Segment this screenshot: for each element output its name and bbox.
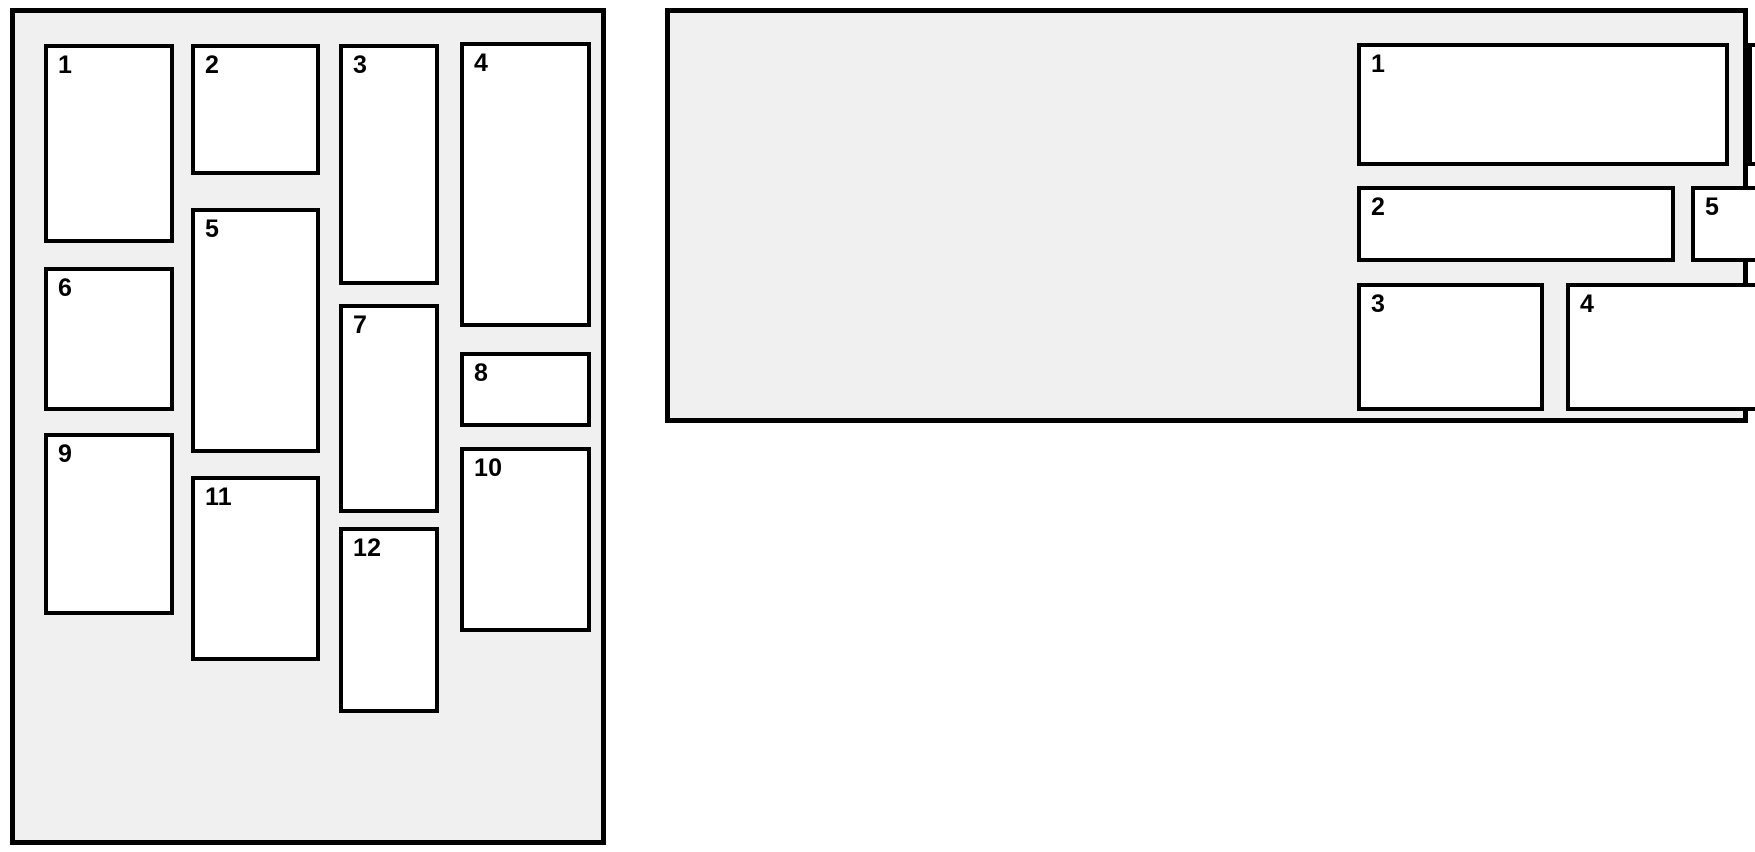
layout-box[interactable]: 8	[460, 352, 591, 427]
layout-box[interactable]: 2	[191, 44, 320, 175]
box-number-label: 11	[205, 483, 232, 511]
layout-box[interactable]: 3	[339, 44, 439, 285]
layout-box[interactable]: 3	[1357, 283, 1544, 411]
layout-box[interactable]: 9	[44, 433, 174, 615]
box-number-label: 5	[1705, 193, 1720, 221]
layout-box[interactable]: 12	[339, 527, 439, 713]
layout-box[interactable]: 1	[1357, 43, 1729, 166]
layout-box[interactable]: 6	[1748, 43, 1755, 166]
layout-box[interactable]: 6	[44, 267, 174, 411]
layout-box[interactable]: 7	[339, 304, 439, 513]
box-number-label: 1	[1371, 50, 1386, 78]
box-number-label: 3	[353, 51, 368, 79]
right-panel: 167259348	[665, 8, 1755, 423]
box-number-label: 2	[205, 51, 220, 79]
box-number-label: 3	[1371, 290, 1386, 318]
box-number-label: 5	[205, 215, 220, 243]
layout-box[interactable]: 10	[460, 447, 591, 632]
layout-box[interactable]: 2	[1357, 186, 1675, 262]
box-number-label: 8	[474, 359, 489, 387]
box-number-label: 9	[58, 440, 73, 468]
layout-box[interactable]: 4	[1566, 283, 1755, 411]
box-number-label: 2	[1371, 193, 1386, 221]
layout-box[interactable]: 5	[1691, 186, 1755, 262]
box-number-label: 12	[353, 534, 382, 562]
box-number-label: 6	[58, 274, 73, 302]
box-number-label: 10	[474, 454, 503, 482]
box-number-label: 4	[474, 49, 489, 77]
box-number-label: 1	[58, 51, 73, 79]
box-number-label: 4	[1580, 290, 1595, 318]
layout-box[interactable]: 11	[191, 476, 320, 661]
layout-box[interactable]: 5	[191, 208, 320, 453]
layout-box[interactable]: 1	[44, 44, 174, 243]
box-number-label: 7	[353, 311, 368, 339]
layout-box[interactable]: 4	[460, 42, 591, 327]
